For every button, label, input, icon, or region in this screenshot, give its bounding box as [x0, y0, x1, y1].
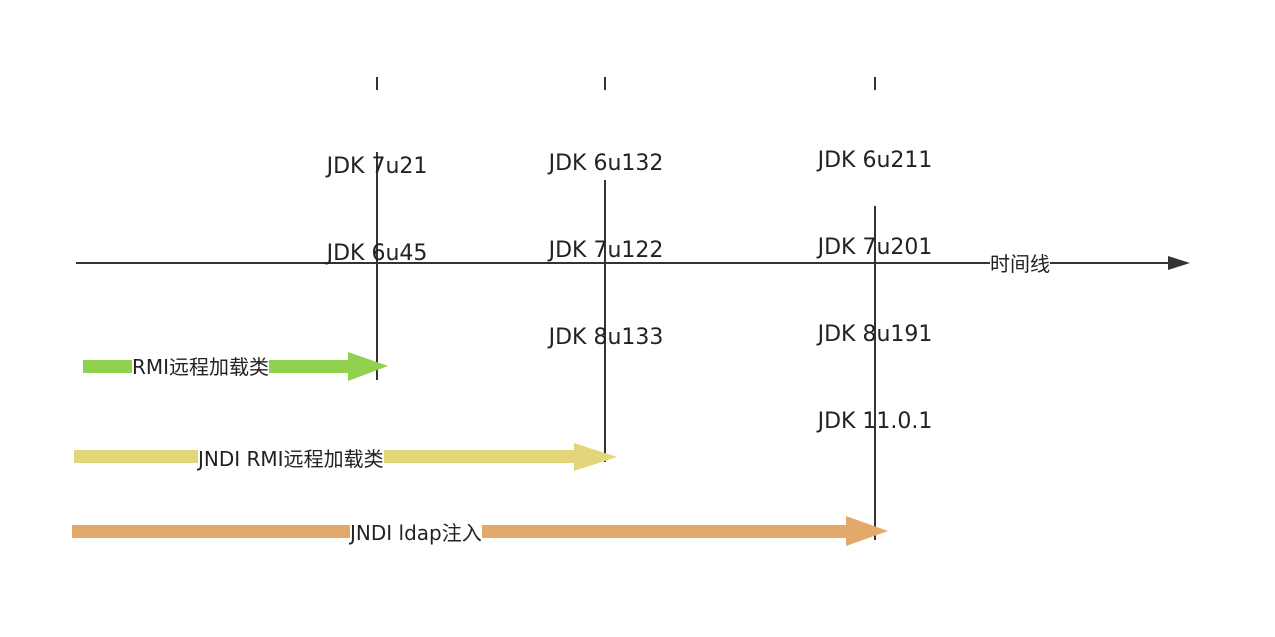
milestone-3-label: JDK 6u211 JDK 7u201 JDK 8u191 JDK 11.0.1: [805, 88, 945, 494]
milestone-2-line-1: JDK 6u132: [548, 151, 664, 176]
milestone-2-label: JDK 6u132 JDK 7u122 JDK 8u133: [536, 91, 676, 410]
milestone-1-line-2: JDK 6u45: [326, 241, 428, 266]
time-axis-arrowhead: [1168, 256, 1190, 270]
milestone-1-line-1: JDK 7u21: [326, 154, 428, 179]
milestone-3-line-3: JDK 8u191: [817, 322, 933, 347]
bar-rmi-arrowhead: [348, 352, 388, 381]
bar-jndi-rmi-label: JNDI RMI远程加载类: [198, 446, 384, 472]
milestone-3-line-1: JDK 6u211: [817, 148, 933, 173]
milestone-3-line-4: JDK 11.0.1: [817, 409, 933, 434]
milestone-3-line-2: JDK 7u201: [817, 235, 933, 260]
bar-jndi-ldap-label: JNDI ldap注入: [350, 520, 482, 546]
time-axis-label: 时间线: [990, 252, 1050, 276]
milestone-1-label: JDK 7u21 JDK 6u45: [317, 94, 437, 326]
bar-jndi-rmi-arrowhead: [574, 443, 617, 471]
milestone-2-line-2: JDK 7u122: [548, 238, 664, 263]
bar-rmi-label: RMI远程加载类: [132, 354, 270, 380]
milestone-2-line-3: JDK 8u133: [548, 325, 664, 350]
bar-jndi-ldap-arrowhead: [846, 516, 888, 546]
